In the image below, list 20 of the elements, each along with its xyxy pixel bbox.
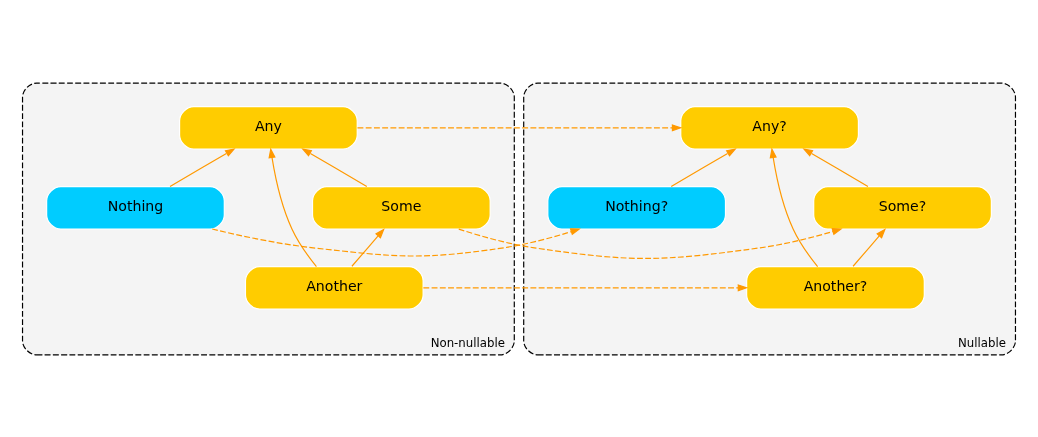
arrow bbox=[852, 227, 886, 267]
arrow bbox=[458, 227, 843, 259]
node-box: Any bbox=[179, 105, 358, 150]
node-box: Nothing? bbox=[547, 185, 727, 230]
arrow bbox=[670, 147, 737, 187]
arrow bbox=[422, 283, 749, 292]
arrow bbox=[351, 227, 385, 267]
node-box: Another? bbox=[746, 265, 925, 310]
node-box: Some? bbox=[813, 185, 992, 230]
arrow bbox=[169, 147, 236, 187]
arrow bbox=[211, 227, 581, 257]
arrow bbox=[268, 147, 317, 267]
arrow bbox=[769, 147, 819, 267]
node-box: Nothing bbox=[46, 185, 225, 230]
arrow bbox=[356, 123, 683, 132]
arrow bbox=[301, 147, 368, 187]
node-box: Another bbox=[244, 265, 424, 310]
arrow bbox=[802, 147, 869, 187]
node-box: Any? bbox=[680, 105, 859, 150]
node-box: Some bbox=[311, 185, 491, 230]
